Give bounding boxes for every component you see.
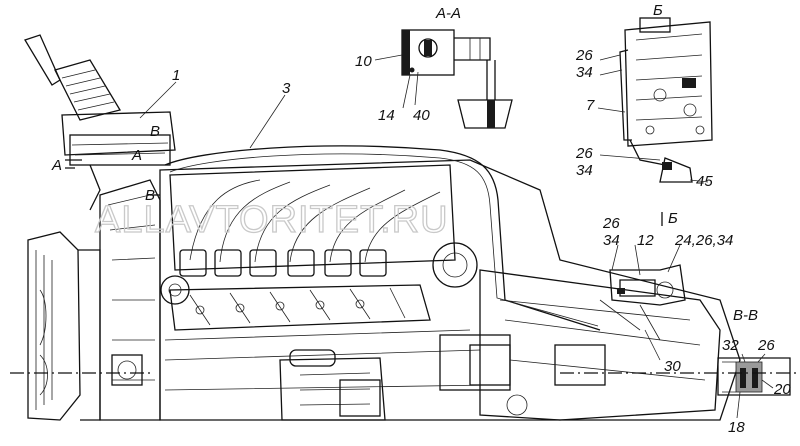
watermark-text: ALLAVTORITET.RU [95, 199, 449, 241]
linkage-detail [599, 264, 686, 341]
view-arrow-b: Б [668, 210, 678, 227]
callout-7: 7 [586, 97, 595, 114]
leader-lines [10, 54, 800, 419]
engine-main-view [27, 145, 741, 421]
callout-14: 14 [378, 107, 395, 124]
callout-32: 32 [722, 337, 739, 354]
labels: А-А Б Б В-В А А В В 1 3 10 14 40 26 34 7… [51, 2, 791, 436]
callout-24-26-34: 24,26,34 [674, 232, 733, 249]
callout-34-mid: 34 [576, 162, 593, 179]
section-marker-b-box: В [150, 123, 160, 140]
section-aa-view [401, 29, 513, 129]
callout-30: 30 [664, 358, 681, 375]
section-marker-a-mid: А [131, 147, 142, 164]
callout-1: 1 [172, 67, 180, 84]
callout-34-top: 34 [576, 64, 593, 81]
callout-18: 18 [728, 419, 745, 436]
callout-3: 3 [282, 80, 291, 97]
callout-34-low: 34 [603, 232, 620, 249]
view-b-housing [619, 17, 713, 183]
section-vv-view [717, 357, 791, 396]
callout-10: 10 [355, 53, 372, 70]
callout-26-low: 26 [602, 215, 620, 232]
callout-26-top: 26 [575, 47, 593, 64]
section-marker-b-low: В [145, 187, 155, 204]
callout-12: 12 [637, 232, 654, 249]
callout-45: 45 [696, 173, 713, 190]
section-title-aa: А-А [435, 5, 461, 22]
callout-40: 40 [413, 107, 430, 124]
view-title-b: Б [653, 2, 663, 19]
gear-shift-lever [24, 34, 176, 211]
callout-26-vv: 26 [757, 337, 775, 354]
section-title-vv: В-В [733, 307, 758, 324]
section-marker-a-left: А [51, 157, 62, 174]
callout-26-mid: 26 [575, 145, 593, 162]
callout-20: 20 [773, 381, 791, 398]
